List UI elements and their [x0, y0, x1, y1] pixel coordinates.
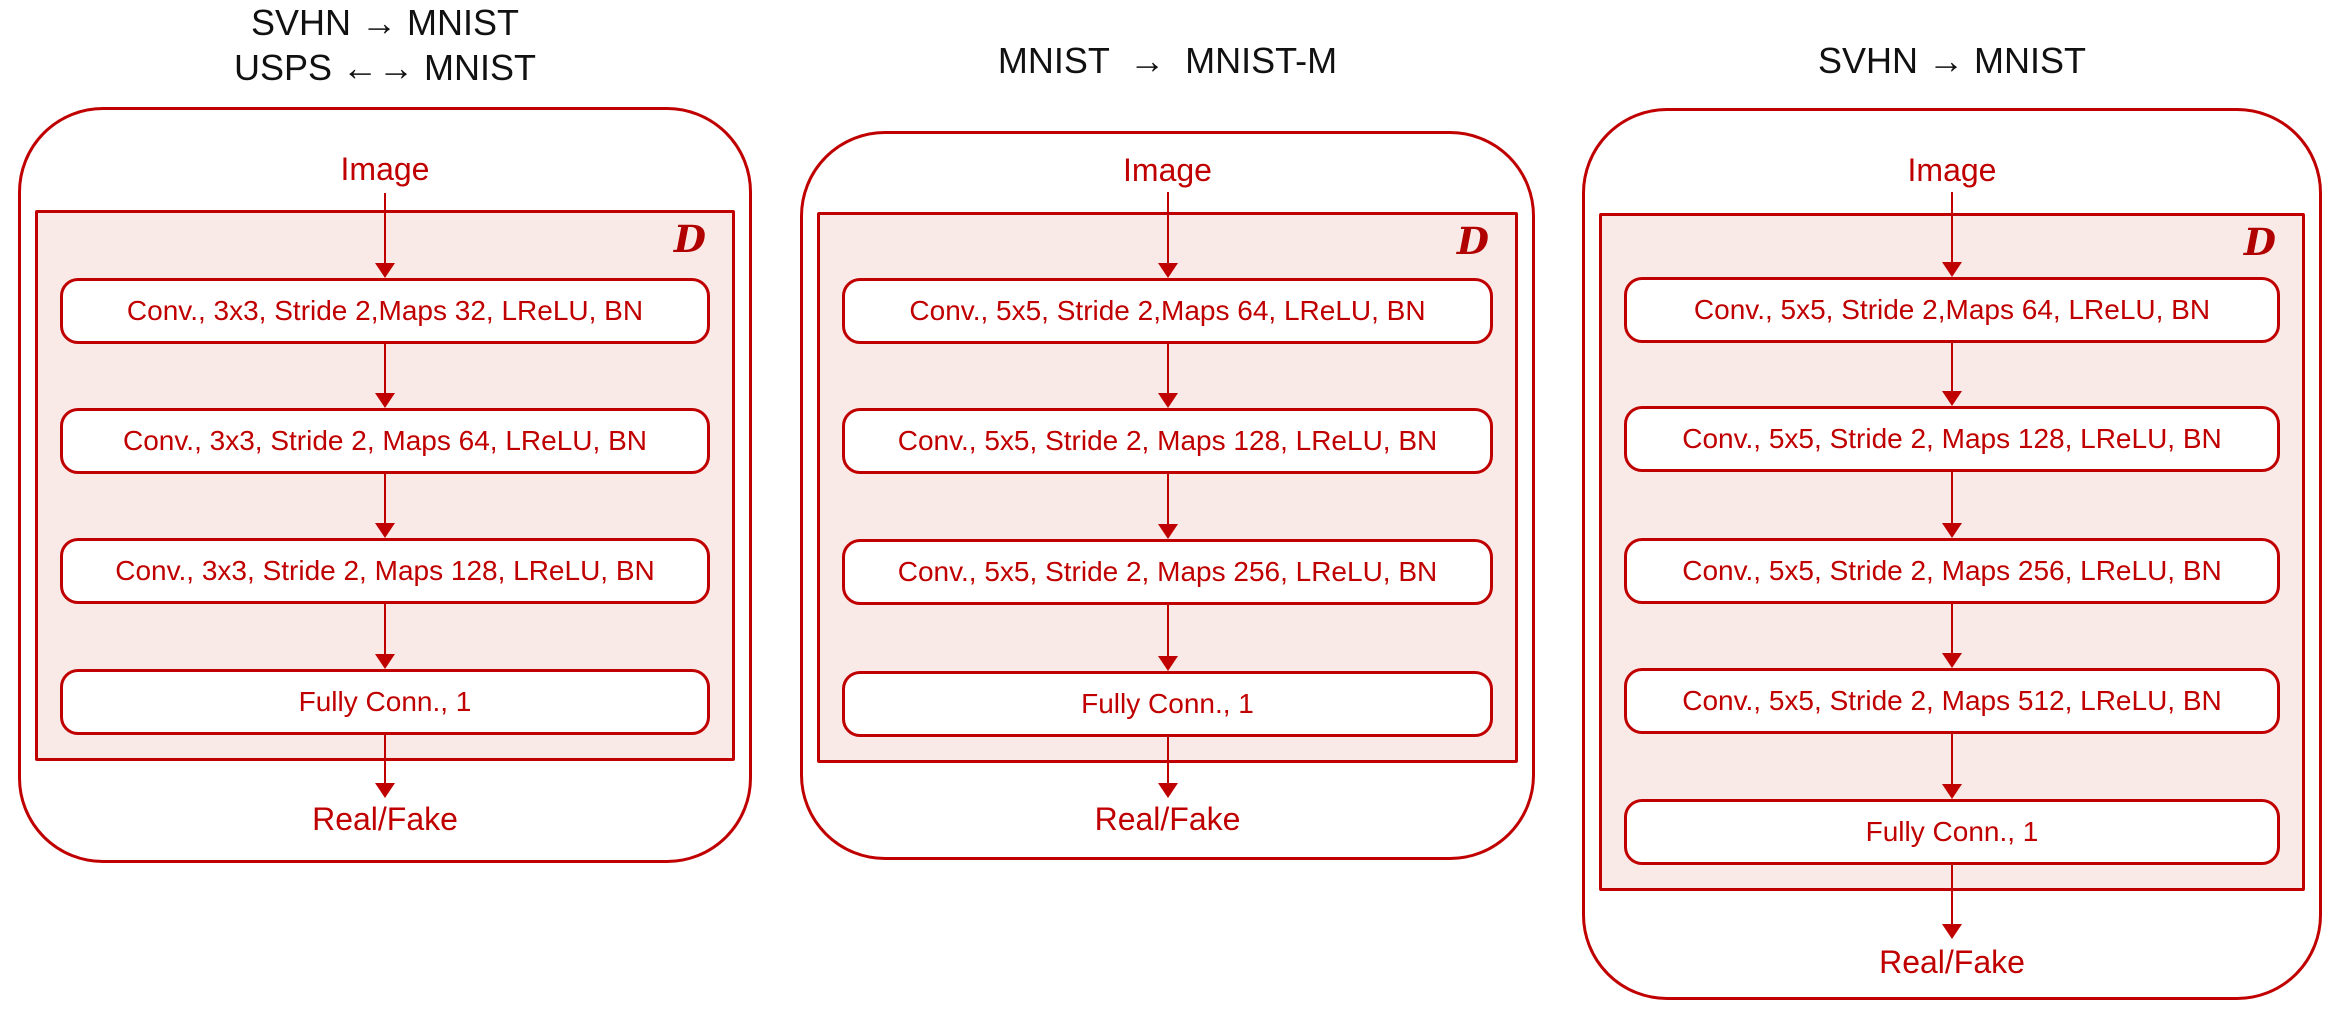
- layer-box: Conv., 3x3, Stride 2, Maps 64, LReLU, BN: [60, 408, 710, 474]
- discriminator-label: D: [673, 217, 706, 261]
- title-line: USPS ←→ MNIST: [233, 47, 537, 88]
- layer-label: Fully Conn., 1: [1865, 816, 2039, 847]
- layer-label: Conv., 5x5, Stride 2,Maps 64, LReLU, BN: [909, 295, 1426, 326]
- layer-box: Fully Conn., 1: [60, 669, 710, 735]
- layer-box: Conv., 3x3, Stride 2, Maps 128, LReLU, B…: [60, 538, 710, 604]
- title-line: SVHN → MNIST: [250, 2, 519, 43]
- down-arrow-icon: [1941, 604, 1963, 668]
- image-label: Image: [1907, 152, 1997, 188]
- outer-capsule: Image D Conv., 3x3, Stride 2,Maps 32, LR…: [18, 107, 752, 863]
- layer-label: Conv., 5x5, Stride 2,Maps 64, LReLU, BN: [1693, 294, 2211, 325]
- layer-label: Conv., 3x3, Stride 2, Maps 64, LReLU, BN: [123, 425, 647, 456]
- outer-capsule: Image D Conv., 5x5, Stride 2,Maps 64, LR…: [800, 131, 1535, 860]
- diagram-svhn-mnist: SVHN → MNIST Image D Conv., 5x5, Stride …: [1582, 0, 2322, 1013]
- layer-box: Fully Conn., 1: [1624, 799, 2280, 865]
- layer-label: Fully Conn., 1: [298, 686, 472, 717]
- discriminator-box: D Conv., 5x5, Stride 2,Maps 64, LReLU, B…: [817, 192, 1518, 763]
- down-arrow-icon: [1157, 474, 1179, 539]
- layer-box: Conv., 5x5, Stride 2, Maps 512, LReLU, B…: [1624, 668, 2280, 734]
- down-arrow-icon: [1941, 863, 1963, 939]
- layer-label: Conv., 3x3, Stride 2, Maps 128, LReLU, B…: [115, 555, 655, 586]
- panel-title: SVHN → MNIST: [1582, 38, 2322, 83]
- discriminator-label: D: [1456, 219, 1489, 263]
- output-label: Real/Fake: [1879, 944, 2025, 980]
- down-arrow-icon: [374, 344, 396, 408]
- layer-box: Conv., 5x5, Stride 2,Maps 64, LReLU, BN: [1624, 277, 2280, 343]
- layer-box: Conv., 5x5, Stride 2,Maps 64, LReLU, BN: [842, 278, 1493, 344]
- down-arrow-icon: [1941, 734, 1963, 799]
- layer-label: Conv., 5x5, Stride 2, Maps 256, LReLU, B…: [897, 556, 1438, 587]
- diagram-svhn-mnist-usps: SVHN → MNIST USPS ←→ MNIST Image D Conv.…: [18, 0, 752, 1013]
- discriminator-box: D Conv., 5x5, Stride 2,Maps 64, LReLU, B…: [1599, 192, 2305, 891]
- output-label: Real/Fake: [312, 801, 458, 837]
- image-label: Image: [340, 151, 430, 187]
- layer-box: Conv., 5x5, Stride 2, Maps 128, LReLU, B…: [1624, 406, 2280, 472]
- layer-box: Conv., 5x5, Stride 2, Maps 256, LReLU, B…: [842, 539, 1493, 605]
- down-arrow-icon: [374, 474, 396, 538]
- discriminator-label: D: [2243, 220, 2276, 264]
- down-arrow-icon: [1941, 343, 1963, 406]
- layer-label: Conv., 5x5, Stride 2, Maps 128, LReLU, B…: [1682, 423, 2222, 454]
- down-arrow-icon: [1157, 605, 1179, 671]
- layer-label: Fully Conn., 1: [1081, 688, 1254, 719]
- diagram-mnist-mnistm: MNIST → MNIST-M Image D Conv., 5x5, Stri…: [800, 0, 1535, 1013]
- down-arrow-icon: [1157, 192, 1179, 278]
- down-arrow-icon: [1941, 192, 1963, 277]
- layer-label: Conv., 3x3, Stride 2,Maps 32, LReLU, BN: [126, 295, 644, 326]
- layer-label: Conv., 5x5, Stride 2, Maps 512, LReLU, B…: [1682, 685, 2222, 716]
- title-line: MNIST → MNIST-M: [997, 40, 1338, 81]
- layer-box: Fully Conn., 1: [842, 671, 1493, 737]
- down-arrow-icon: [1941, 472, 1963, 538]
- layer-box: Conv., 5x5, Stride 2, Maps 128, LReLU, B…: [842, 408, 1493, 474]
- title-line: SVHN → MNIST: [1817, 40, 2086, 81]
- down-arrow-icon: [374, 193, 396, 278]
- layer-label: Conv., 5x5, Stride 2, Maps 256, LReLU, B…: [1682, 555, 2222, 586]
- image-label: Image: [1123, 152, 1212, 188]
- down-arrow-icon: [374, 604, 396, 669]
- panel-title: MNIST → MNIST-M: [800, 38, 1535, 83]
- layer-box: Conv., 5x5, Stride 2, Maps 256, LReLU, B…: [1624, 538, 2280, 604]
- output-label: Real/Fake: [1094, 801, 1241, 837]
- outer-capsule: Image D Conv., 5x5, Stride 2,Maps 64, LR…: [1582, 108, 2322, 1000]
- down-arrow-icon: [1157, 344, 1179, 408]
- layer-label: Conv., 5x5, Stride 2, Maps 128, LReLU, B…: [897, 425, 1438, 456]
- down-arrow-icon: [374, 733, 396, 798]
- panel-title: SVHN → MNIST USPS ←→ MNIST: [18, 0, 752, 90]
- layer-box: Conv., 3x3, Stride 2,Maps 32, LReLU, BN: [60, 278, 710, 344]
- discriminator-box: D Conv., 3x3, Stride 2,Maps 32, LReLU, B…: [35, 193, 735, 761]
- down-arrow-icon: [1157, 734, 1179, 798]
